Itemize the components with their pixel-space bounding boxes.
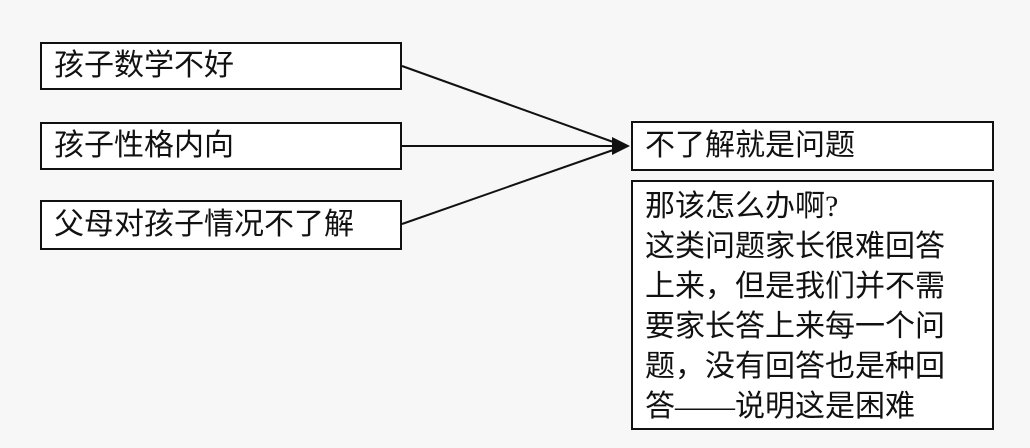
note-line: 这类问题家长很难回答 <box>645 230 945 263</box>
note-box-explanation: 那该怎么办啊? 这类问题家长很难回答 上来，但是我们并不需 要家长答上来每一个问… <box>631 180 994 430</box>
arrow-line-from-math <box>401 65 617 144</box>
cause-box-label: 孩子性格内向 <box>54 129 234 162</box>
result-box-label: 不了解就是问题 <box>645 129 855 162</box>
note-line: 要家长答上来每一个问 <box>645 310 945 343</box>
note-line: 上来，但是我们并不需 <box>645 270 945 303</box>
cause-box-label: 父母对孩子情况不了解 <box>54 208 354 241</box>
cause-box-parents-unaware: 父母对孩子情况不了解 <box>40 200 402 250</box>
arrow-line-from-parents <box>401 148 617 225</box>
cause-box-child-math: 孩子数学不好 <box>40 42 402 90</box>
note-line: 答——说明这是困难 <box>645 390 915 423</box>
result-box-problem: 不了解就是问题 <box>631 121 994 171</box>
cause-box-child-introvert: 孩子性格内向 <box>40 122 402 170</box>
cause-box-label: 孩子数学不好 <box>54 49 234 82</box>
note-line: 题，没有回答也是种回 <box>645 350 945 383</box>
note-line: 那该怎么办啊? <box>645 190 839 223</box>
arrowhead-icon <box>612 137 630 155</box>
